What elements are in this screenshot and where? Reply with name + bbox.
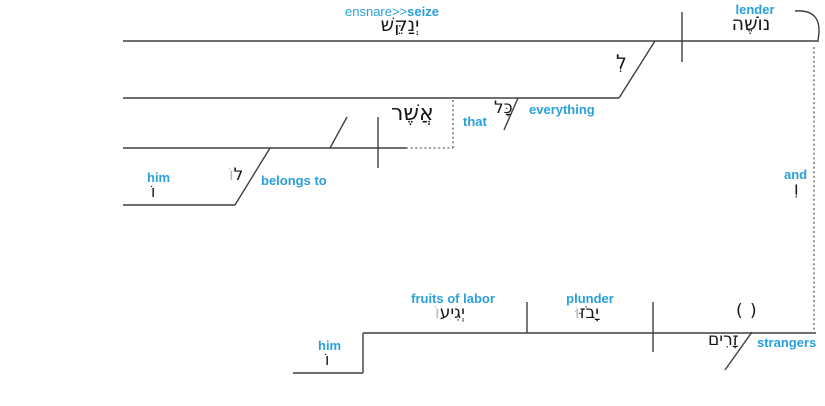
clause2-object-hebrew-stem: יְגִיע — [439, 303, 465, 323]
conjunction-hebrew: וְ — [794, 179, 799, 199]
possessive-gloss: him — [318, 338, 342, 353]
clause1-verb-gloss: ensnare>>seize — [345, 5, 439, 18]
strangers-slash — [724, 331, 753, 371]
clause2-subject-hebrew: זָרִים — [708, 330, 739, 350]
clause2-verb-hebrew: יָבֹזּוּ — [575, 305, 599, 322]
preposition-hebrew: לְ — [616, 51, 627, 73]
possessive-hebrew: וֹ — [325, 350, 330, 369]
conjunction-gloss: and — [784, 167, 808, 182]
subject-placeholder-parens: ( ) — [736, 301, 758, 321]
clause2-verb-hebrew-suffix: וּ — [574, 303, 580, 323]
belongs-to-diagonal — [234, 147, 271, 206]
belongs-to-hebrew-stem: ל — [233, 165, 244, 185]
relative-pronoun-hebrew: אֲשֶׁר — [391, 101, 434, 126]
preposition-diagonal — [618, 40, 656, 99]
belongs-to-hebrew-suffix: וֹ — [229, 165, 234, 185]
clause1-verb-gloss-regular: ensnare>> — [345, 4, 408, 19]
object-word-slash — [503, 97, 519, 131]
relative-pronoun-gloss: that — [463, 114, 487, 129]
relative-predicate-slash — [329, 116, 348, 149]
belongs-to-gloss: belongs to — [261, 173, 327, 188]
object-hebrew: כָּל — [494, 98, 513, 118]
clause2-verb-hebrew-stem: יָבֹזּ — [579, 303, 600, 323]
clause2-object-hebrew: יְגִיעוֹ — [435, 305, 465, 322]
clause2-object-gloss: fruits of labor — [411, 291, 495, 306]
object-gloss: everything — [529, 102, 595, 117]
relative-object-hebrew: וֹ — [151, 182, 156, 201]
clause1-subject-gloss: lender — [735, 2, 775, 17]
clause2-subject-gloss: strangers — [757, 335, 817, 350]
belongs-to-hebrew: לוֹ — [229, 167, 243, 184]
clause1-verb-gloss-bold: seize — [407, 4, 439, 19]
clause1-verb-hebrew: יְנַקֵּשׁ — [380, 14, 420, 36]
clause2-verb-gloss: plunder — [566, 291, 614, 306]
clause2-object-hebrew-suffix: וֹ — [435, 303, 440, 323]
participle-arc — [794, 10, 820, 41]
clause1-subject-hebrew: נוֹשֶׁה — [731, 13, 771, 35]
relative-object-gloss: him — [147, 170, 171, 185]
